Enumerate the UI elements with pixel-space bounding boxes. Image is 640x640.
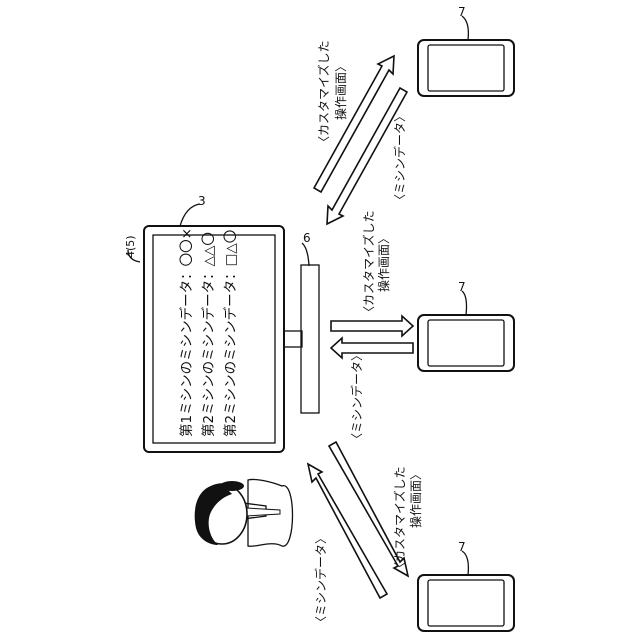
leader-6: [302, 243, 309, 266]
screen-text-group: 第1ミシンのミシンデータ：〇〇× 第2ミシンのミシンデータ：△△〇 第2ミシンの…: [178, 228, 239, 437]
ref-7-top: 7: [458, 5, 466, 19]
label-bottom-machine-data: 〈ミシンデータ〉: [313, 532, 328, 628]
leader-7-top: [462, 16, 468, 40]
screen-line-1: 第1ミシンのミシンデータ：〇〇×: [178, 228, 195, 437]
label-bottom-custom-1: 〈カスタマイズした: [392, 466, 407, 574]
label-top-custom-1: 〈カスタマイズした: [316, 40, 331, 148]
leader-3: [180, 204, 200, 226]
leader-7-mid: [462, 291, 467, 315]
user-tie: [246, 508, 280, 516]
tablet-top: 7: [418, 5, 514, 96]
label-bottom-custom-2: 操作画面〉: [408, 468, 423, 528]
tablet-middle-screen: [428, 320, 504, 366]
label-mid-custom-2: 操作画面〉: [376, 232, 391, 292]
label-mid-custom-1: 〈カスタマイズした: [361, 210, 376, 318]
tablet-middle-frame: [418, 315, 514, 371]
user-hair-top: [220, 481, 244, 491]
screen-line-2: 第2ミシンのミシンデータ：△△〇: [200, 232, 217, 437]
label-top-custom-2: 操作画面〉: [333, 60, 348, 120]
tablet-top-frame: [418, 40, 514, 96]
user-figure: [195, 479, 293, 546]
arrow-middle-custom-screen: [331, 316, 413, 336]
arrow-middle-machine-data: [331, 338, 413, 358]
leader-7-bottom: [462, 551, 468, 575]
tablet-bottom: 7: [418, 540, 514, 631]
label-mid-machine-data: 〈ミシンデータ〉: [349, 349, 364, 445]
screen-line-3: 第2ミシンのミシンデータ：□△〇: [222, 230, 239, 437]
tablet-middle: 7: [418, 280, 514, 371]
monitor-base: [301, 265, 319, 413]
ref-4-5: 4(5): [124, 235, 137, 258]
tablet-bottom-frame: [418, 575, 514, 631]
ref-6: 6: [303, 231, 311, 245]
monitor-neck: [284, 331, 302, 347]
ref-7-mid: 7: [458, 280, 466, 294]
tablet-top-screen: [428, 45, 504, 91]
tablet-bottom-screen: [428, 580, 504, 626]
ref-7-bottom: 7: [458, 540, 466, 554]
label-top-machine-data: 〈ミシンデータ〉: [392, 110, 407, 206]
ref-3: 3: [198, 194, 206, 208]
